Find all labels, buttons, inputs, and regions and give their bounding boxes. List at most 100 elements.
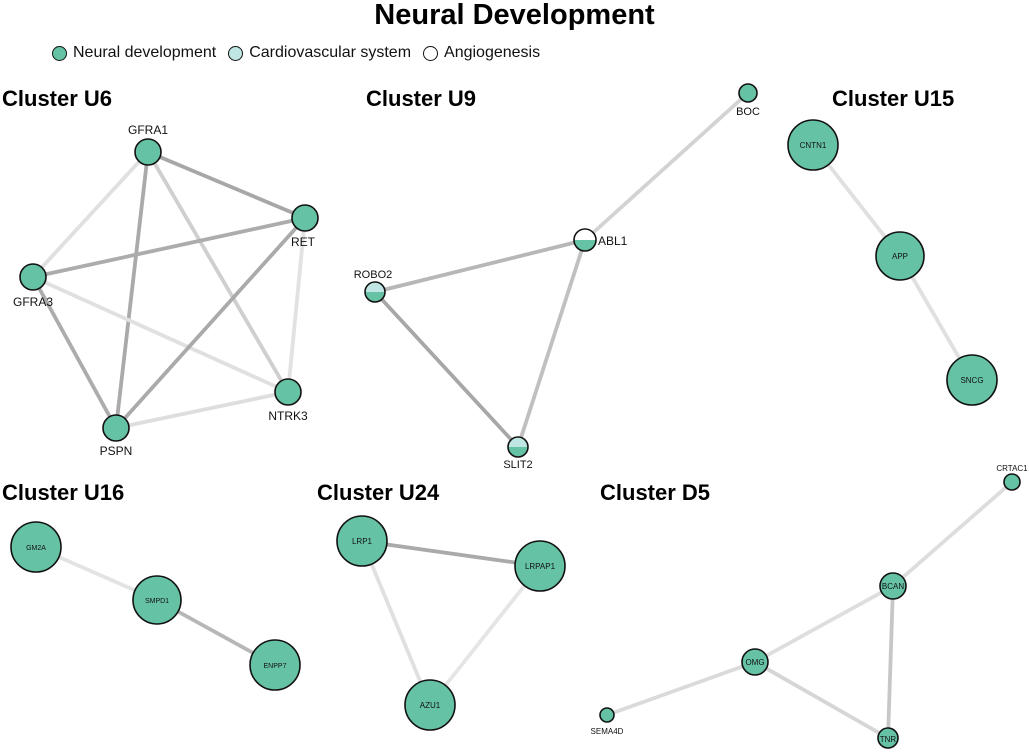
node-fill [947, 355, 997, 405]
node-fill [292, 205, 318, 231]
node-abl1[interactable]: ABL1 [573, 228, 628, 252]
node-border [946, 354, 998, 406]
legend-item-neural-development: Neural development [52, 44, 216, 62]
cluster-title-cluster-u6: Cluster U6 [2, 86, 112, 111]
node-pspn[interactable]: PSPN [100, 414, 133, 458]
node-border [102, 414, 130, 442]
node-ret[interactable]: RET [291, 204, 319, 249]
edge-omg-sema4d [605, 660, 757, 717]
node-omg[interactable]: OMG [741, 648, 769, 676]
legend: Neural development Cardiovascular system… [52, 41, 552, 65]
node-gfra3[interactable]: GFRA3 [13, 263, 53, 309]
node-fill [739, 84, 757, 102]
node-lrp1[interactable]: LRP1 [336, 515, 388, 567]
node-gfra1[interactable]: GFRA1 [128, 123, 168, 166]
node-fill [515, 541, 565, 591]
node-tnr[interactable]: TNR [877, 727, 899, 749]
node-border [274, 378, 302, 406]
nodes-layer: GFRA1RETGFRA3PSPNNTRK3BOCABL1ROBO2SLIT2C… [10, 83, 1028, 749]
node-enpp7[interactable]: ENPP7 [249, 639, 301, 691]
legend-item-angiogenesis: Angiogenesis [423, 44, 540, 62]
node-label-robo2: ROBO2 [354, 269, 393, 281]
node-border [599, 707, 615, 723]
legend-label-neural-development: Neural development [73, 44, 217, 61]
node-azu1[interactable]: AZU1 [404, 679, 456, 731]
node-border [879, 572, 907, 600]
node-fill [11, 522, 61, 572]
edge-gfra3-ret [31, 216, 307, 279]
edge-lrp1-lrpap1 [360, 539, 542, 568]
edge-gfra3-pspn [31, 275, 118, 430]
node-smpd1[interactable]: SMPD1 [132, 575, 182, 625]
node-sema4d[interactable]: SEMA4D [591, 707, 624, 736]
node-label-lrp1: LRP1 [352, 537, 373, 546]
node-fill [103, 415, 129, 441]
node-label-pspn: PSPN [100, 444, 133, 458]
node-border [132, 575, 182, 625]
node-fill [135, 139, 161, 165]
node-slice-neural-development [365, 292, 385, 302]
node-slice-neural-development [574, 240, 596, 251]
edge-crtac1-bcan [891, 480, 1014, 588]
node-fill [876, 232, 924, 280]
node-label-ret: RET [291, 235, 316, 249]
node-label-gm2a: GM2A [26, 545, 46, 552]
node-label-enpp7: ENPP7 [264, 663, 287, 670]
edge-gfra1-ret [146, 150, 307, 220]
node-border [738, 83, 758, 103]
node-robo2[interactable]: ROBO2 [354, 269, 393, 303]
node-label-sncg: SNCG [960, 376, 983, 385]
node-label-gfra3: GFRA3 [13, 295, 53, 309]
node-boc[interactable]: BOC [736, 83, 760, 118]
node-border [336, 515, 388, 567]
edge-abl1-slit2 [516, 238, 587, 449]
node-border [364, 281, 386, 303]
edge-omg-tnr [753, 660, 890, 740]
edge-robo2-slit2 [373, 290, 520, 449]
edge-gfra1-pspn [114, 150, 150, 430]
edge-pspn-ntrk3 [114, 390, 290, 430]
edge-boc-abl1 [583, 91, 750, 242]
edge-lrp1-azu1 [360, 539, 432, 707]
cluster-title-cluster-u24: Cluster U24 [317, 480, 440, 505]
node-bcan[interactable]: BCAN [879, 572, 907, 600]
cluster-title-cluster-u15: Cluster U15 [832, 86, 954, 111]
node-fill [337, 516, 387, 566]
node-border [877, 727, 899, 749]
node-label-slit2: SLIT2 [503, 459, 532, 471]
node-label-azu1: AZU1 [420, 701, 441, 710]
node-lrpap1[interactable]: LRPAP1 [514, 540, 566, 592]
edge-abl1-robo2 [373, 238, 587, 294]
node-label-smpd1: SMPD1 [145, 598, 169, 605]
node-label-tnr: TNR [880, 735, 897, 744]
node-border [514, 540, 566, 592]
edges-layer [31, 91, 1014, 740]
node-gm2a[interactable]: GM2A [10, 521, 62, 573]
node-fill [405, 680, 455, 730]
node-fill [878, 728, 898, 748]
node-slit2[interactable]: SLIT2 [503, 436, 533, 471]
node-label-boc: BOC [736, 106, 760, 118]
node-border [1003, 473, 1021, 491]
edge-bcan-tnr [886, 584, 895, 740]
node-crtac1[interactable]: CRTAC1 [996, 464, 1028, 491]
node-label-app: APP [892, 252, 908, 261]
node-label-abl1: ABL1 [598, 234, 628, 248]
node-border [875, 231, 925, 281]
node-border [134, 138, 162, 166]
node-fill [788, 120, 838, 170]
node-border [19, 263, 47, 291]
edge-ret-ntrk3 [286, 216, 307, 394]
edge-gfra1-gfra3 [31, 150, 150, 279]
node-fill [742, 649, 768, 675]
edge-lrpap1-azu1 [428, 564, 542, 707]
node-sncg[interactable]: SNCG [946, 354, 998, 406]
node-cntn1[interactable]: CNTN1 [787, 119, 839, 171]
edge-ret-pspn [114, 216, 307, 430]
legend-label-angiogenesis: Angiogenesis [444, 44, 541, 61]
cluster-title-cluster-u16: Cluster U16 [2, 480, 124, 505]
node-app[interactable]: APP [875, 231, 925, 281]
node-ntrk3[interactable]: NTRK3 [268, 378, 308, 423]
node-border [404, 679, 456, 731]
